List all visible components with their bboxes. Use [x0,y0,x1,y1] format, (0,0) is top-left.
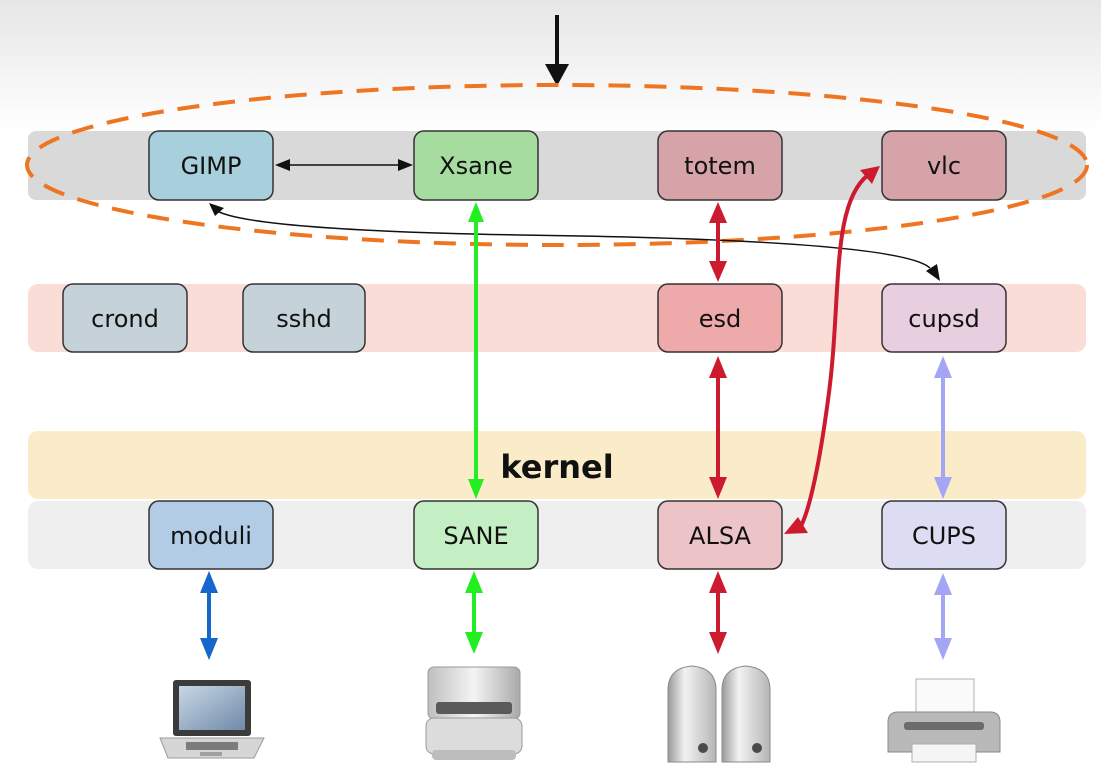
xsane-sane-arrow [468,202,484,499]
totem-box [657,130,783,201]
crond-label: crond [91,305,159,333]
moduli-box [148,500,274,570]
gimp-box [148,130,274,201]
cupsd-label: cupsd [908,305,979,333]
speakers-icon [667,665,771,763]
gimp-cupsd-arrow [209,203,940,281]
vlc-box [881,130,1007,201]
cupsd-cups-arrow [934,356,952,499]
printer-icon [887,678,1001,763]
sshd-label: sshd [276,305,331,333]
moduli-label: moduli [170,522,252,550]
cups-printer-arrow [934,573,952,660]
gimp-label: GIMP [181,152,242,180]
sane-label: SANE [443,522,508,550]
gimp-xsane-arrow [275,159,413,171]
esd-alsa-arrow [709,356,727,499]
vlc-alsa-arrow [784,166,880,534]
sshd-box [242,283,366,353]
applications-band [28,131,1086,200]
alsa-box [657,500,783,570]
cups-box [881,500,1007,570]
moduli-laptop-arrow [200,571,218,660]
alsa-label: ALSA [689,522,751,550]
totem-esd-arrow [709,202,727,282]
totem-label: totem [684,152,756,180]
xsane-box [413,130,539,201]
laptop-icon [159,680,265,759]
crond-box [62,283,188,353]
cups-label: CUPS [912,522,976,550]
applications-group-ellipse [25,83,1089,247]
esd-label: esd [699,305,742,333]
vlc-label: vlc [927,152,961,180]
esd-box [657,283,783,353]
cupsd-box [881,283,1007,353]
scanner-icon [425,666,523,760]
alsa-speakers-arrow [709,571,727,654]
kernel-label: kernel [500,448,613,486]
xsane-label: Xsane [439,152,513,180]
sane-box [413,500,539,570]
entry-arrow-head [545,64,569,86]
sane-scanner-arrow [465,571,483,654]
drivers-band [28,501,1086,569]
